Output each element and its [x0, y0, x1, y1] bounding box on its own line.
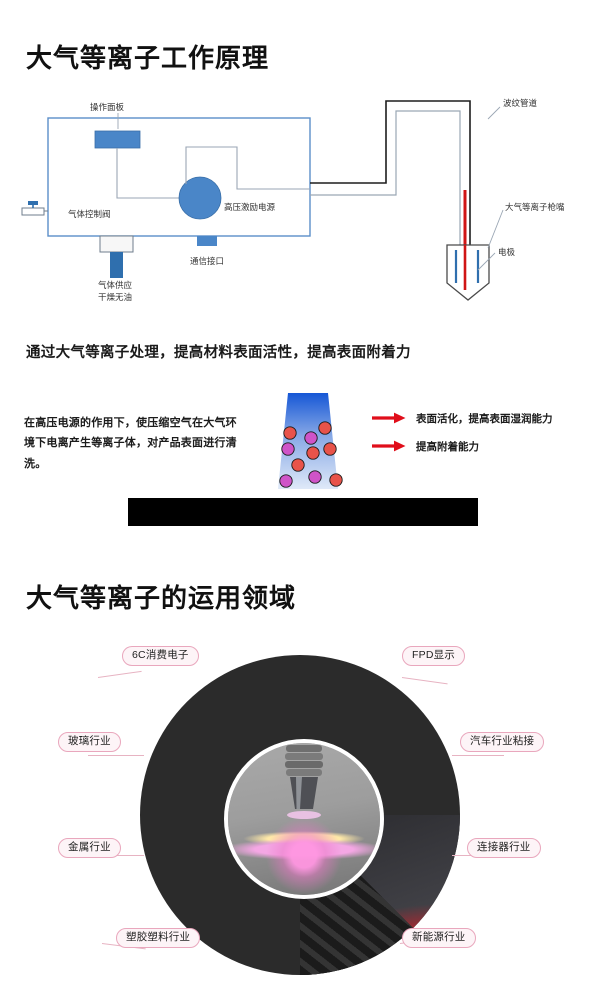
nozzle-ribbed-top	[285, 745, 323, 776]
section-one-subtitle: 通过大气等离子处理，提高材料表面活性，提高表面附着力	[26, 345, 411, 361]
label-plasma-nozzle: 大气等离子枪嘴	[505, 202, 565, 212]
label-hv-power: 高压激励电源	[224, 202, 276, 212]
label-comm-port: 通信接口	[190, 256, 224, 266]
plasma-system-schematic: 操作面板 气体控制阀 高压激励电源 气体供应 干燥无油 通信接口 波纹管道 大气…	[0, 85, 600, 330]
section-one-title: 大气等离子工作原理	[26, 43, 270, 73]
nozzle-highlight	[296, 777, 302, 809]
app-label-glass-industry[interactable]: 玻璃行业	[58, 732, 121, 752]
label-gas-valve: 气体控制阀	[68, 209, 111, 219]
leader-consumer-electronics	[97, 670, 142, 678]
label-gas-supply-1: 气体供应	[98, 280, 133, 290]
pipe-outer	[310, 100, 471, 245]
process-description: 在高压电源的作用下，使压缩空气在大气环 境下电离产生等离子体，对产品表面进行清洗…	[24, 413, 254, 474]
plasma-particles	[279, 421, 343, 488]
section-two-title: 大气等离子的运用领域	[26, 583, 297, 613]
nozzle-body	[446, 244, 490, 301]
comm-port-stub	[197, 236, 217, 246]
leader-electrode	[477, 252, 496, 271]
process-description-line2: 境下电离产生等离子体，对产品表面进行清洗。	[24, 437, 237, 470]
nozzle-cone	[290, 777, 318, 809]
arrow-right-icon	[372, 440, 406, 452]
process-description-line1: 在高压电源的作用下，使压缩空气在大气环	[24, 417, 237, 429]
plasma-glow	[287, 811, 321, 819]
benefit-item: 表面活化，提高表面湿润能力	[372, 407, 553, 429]
leader-automotive-bonding	[452, 755, 504, 756]
leader-glass-industry	[88, 755, 144, 756]
label-gas-supply-2: 干燥无油	[98, 292, 132, 302]
wheel-center-plasma-photo	[224, 739, 384, 899]
applications-wheel	[88, 655, 504, 975]
gas-supply-stub	[99, 235, 134, 278]
app-label-plastic-bottles[interactable]: 塑胶塑料行业	[116, 928, 201, 948]
benefits-list: 表面活化，提高表面湿润能力 提高附着能力	[372, 407, 553, 463]
control-panel-block	[94, 130, 141, 149]
gas-control-valve-glyph	[21, 201, 48, 216]
leader-nozzle	[487, 209, 504, 249]
label-corrugated-pipe: 波纹管道	[503, 98, 538, 108]
app-label-new-energy-battery[interactable]: 新能源行业	[402, 928, 476, 948]
plasma-nozzle-icon	[285, 745, 323, 819]
hv-output-wire	[185, 146, 310, 190]
hv-power-circle	[178, 176, 222, 220]
app-label-fpd-display[interactable]: FPD显示	[402, 646, 465, 666]
benefit-item: 提高附着能力	[372, 435, 553, 457]
pipe-inner	[310, 110, 461, 245]
panel-wire	[116, 148, 185, 199]
label-control-panel: 操作面板	[90, 102, 125, 112]
app-label-metal-tooling[interactable]: 金属行业	[58, 838, 121, 858]
app-label-automotive-bonding[interactable]: 汽车行业粘接	[460, 732, 545, 752]
app-label-connector-cables[interactable]: 连接器行业	[467, 838, 541, 858]
benefit-label: 表面活化，提高表面湿润能力	[416, 412, 553, 425]
label-electrode: 电极	[498, 247, 516, 257]
schematic-svg: 操作面板 气体控制阀 高压激励电源 气体供应 干燥无油 通信接口 波纹管道 大气…	[21, 98, 565, 302]
plasma-plume-graphic	[278, 393, 343, 489]
app-label-consumer-electronics[interactable]: 6C消费电子	[122, 646, 199, 666]
leader-pipe	[487, 106, 501, 120]
benefit-label: 提高附着能力	[416, 440, 479, 453]
process-explanation-block: 在高压电源的作用下，使压缩空气在大气环 境下电离产生等离子体，对产品表面进行清洗…	[0, 385, 600, 545]
substrate-surface-bar	[128, 498, 478, 526]
machine-enclosure	[47, 117, 311, 237]
arrow-right-icon	[372, 412, 406, 424]
